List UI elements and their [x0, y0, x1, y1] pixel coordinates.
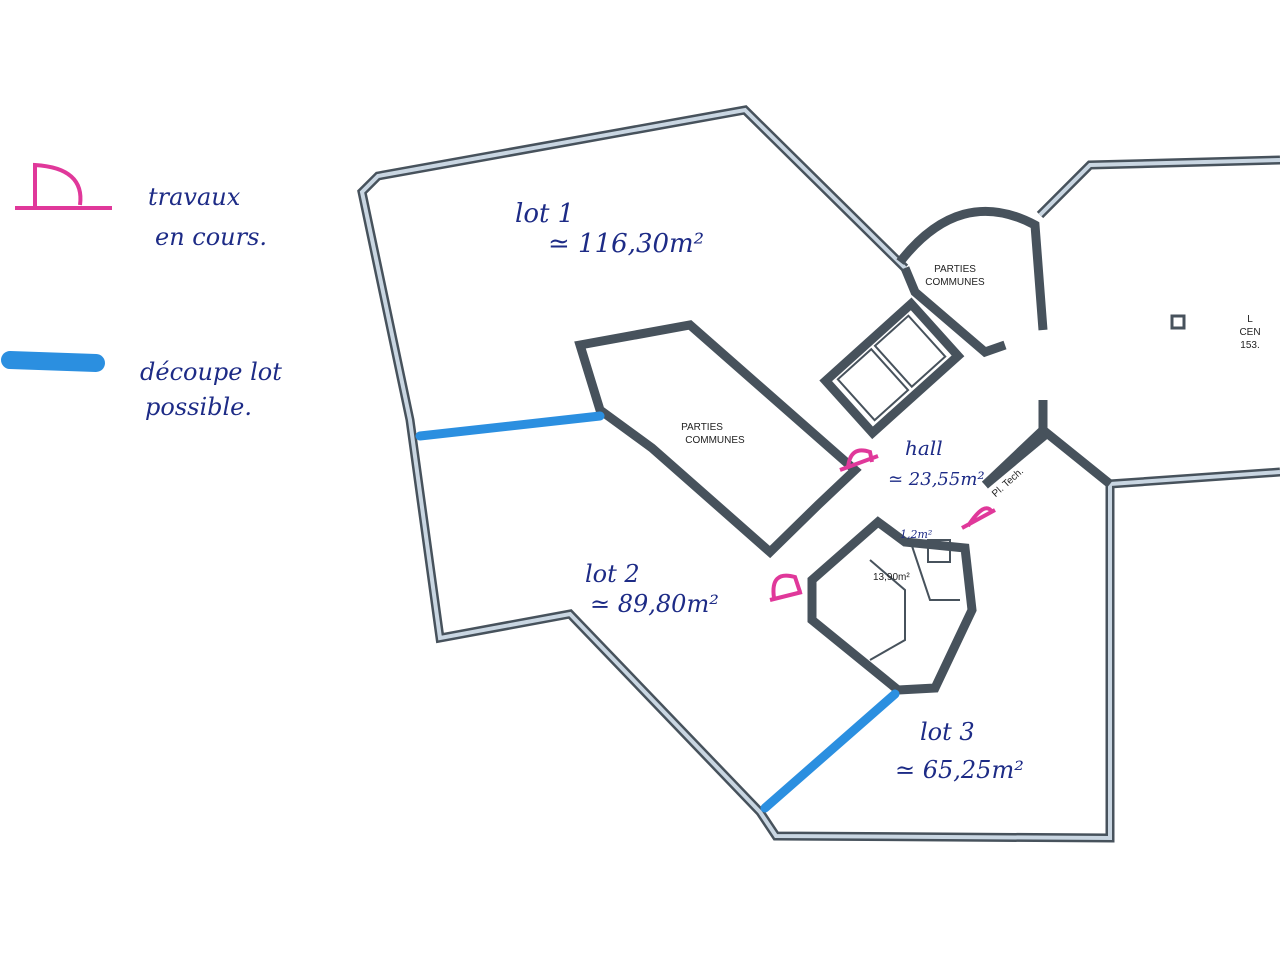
hall-area: ≃ 23,55m² — [888, 469, 985, 490]
common1-label-2: COMMUNES — [925, 277, 985, 288]
common2-label: PARTIES — [681, 422, 723, 433]
lot2-name: lot 2 — [585, 560, 640, 588]
works-door-marks — [769, 448, 996, 602]
wc-area: 13,90m² — [873, 572, 910, 583]
lot1-name: lot 1 — [515, 199, 574, 229]
small-room-area: 1,2m² — [900, 528, 932, 541]
split-label: découpe lot — [140, 358, 282, 386]
right-room-label-3: 153. — [1240, 340, 1259, 351]
works-legend-symbol — [15, 162, 112, 210]
common1-label: PARTIES — [934, 264, 976, 275]
lot3-name: lot 3 — [920, 718, 975, 746]
works-label: travaux — [148, 183, 241, 211]
common2-label-2: COMMUNES — [685, 435, 745, 446]
hall-name: hall — [905, 436, 943, 460]
split-label-2: possible. — [145, 393, 252, 421]
split-line-lot2-lot3 — [760, 689, 900, 813]
right-room-label-1: L — [1247, 314, 1253, 325]
works-label-2: en cours. — [155, 223, 267, 251]
room-labels: lot 1 ≃ 116,30m² lot 2 ≃ 89,80m² lot 3 ≃… — [515, 199, 1261, 784]
legend: travaux en cours. découpe lot possible. — [1, 162, 282, 421]
right-room-label-2: CEN — [1239, 327, 1260, 338]
split-legend-swatch — [1, 351, 105, 372]
lot2-area: ≃ 89,80m² — [590, 590, 719, 618]
walls — [357, 105, 1280, 843]
lot3-area: ≃ 65,25m² — [895, 756, 1024, 784]
lot1-area: ≃ 116,30m² — [548, 229, 704, 259]
split-line-lot1-lot2 — [415, 411, 605, 441]
